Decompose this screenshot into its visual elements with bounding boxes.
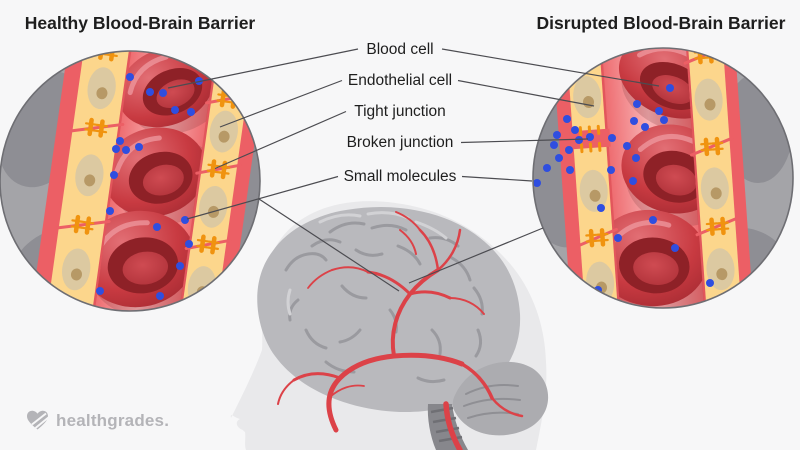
logo-text: healthgrades. xyxy=(56,410,170,430)
healthgrades-logo: healthgrades. xyxy=(26,410,169,431)
label-endothelial-cell: Endothelial cell xyxy=(347,72,453,89)
healthy-panel-title: Healthy Blood-Brain Barrier xyxy=(24,13,256,33)
brainstem-ribs xyxy=(430,406,463,443)
healthy-bbb-circle xyxy=(0,50,261,312)
brain-illustration xyxy=(257,206,549,450)
heart-icon xyxy=(27,410,49,430)
label-blood-cell: Blood cell xyxy=(366,41,434,58)
brain-arteries xyxy=(277,211,524,450)
connector-lines xyxy=(167,48,660,292)
label-broken-junction: Broken junction xyxy=(346,134,454,151)
disrupted-panel-title: Disrupted Blood-Brain Barrier xyxy=(536,13,786,33)
label-small-molecules: Small molecules xyxy=(343,168,457,185)
disrupted-bbb-circle xyxy=(532,47,794,309)
label-tight-junction: Tight junction xyxy=(354,103,446,120)
